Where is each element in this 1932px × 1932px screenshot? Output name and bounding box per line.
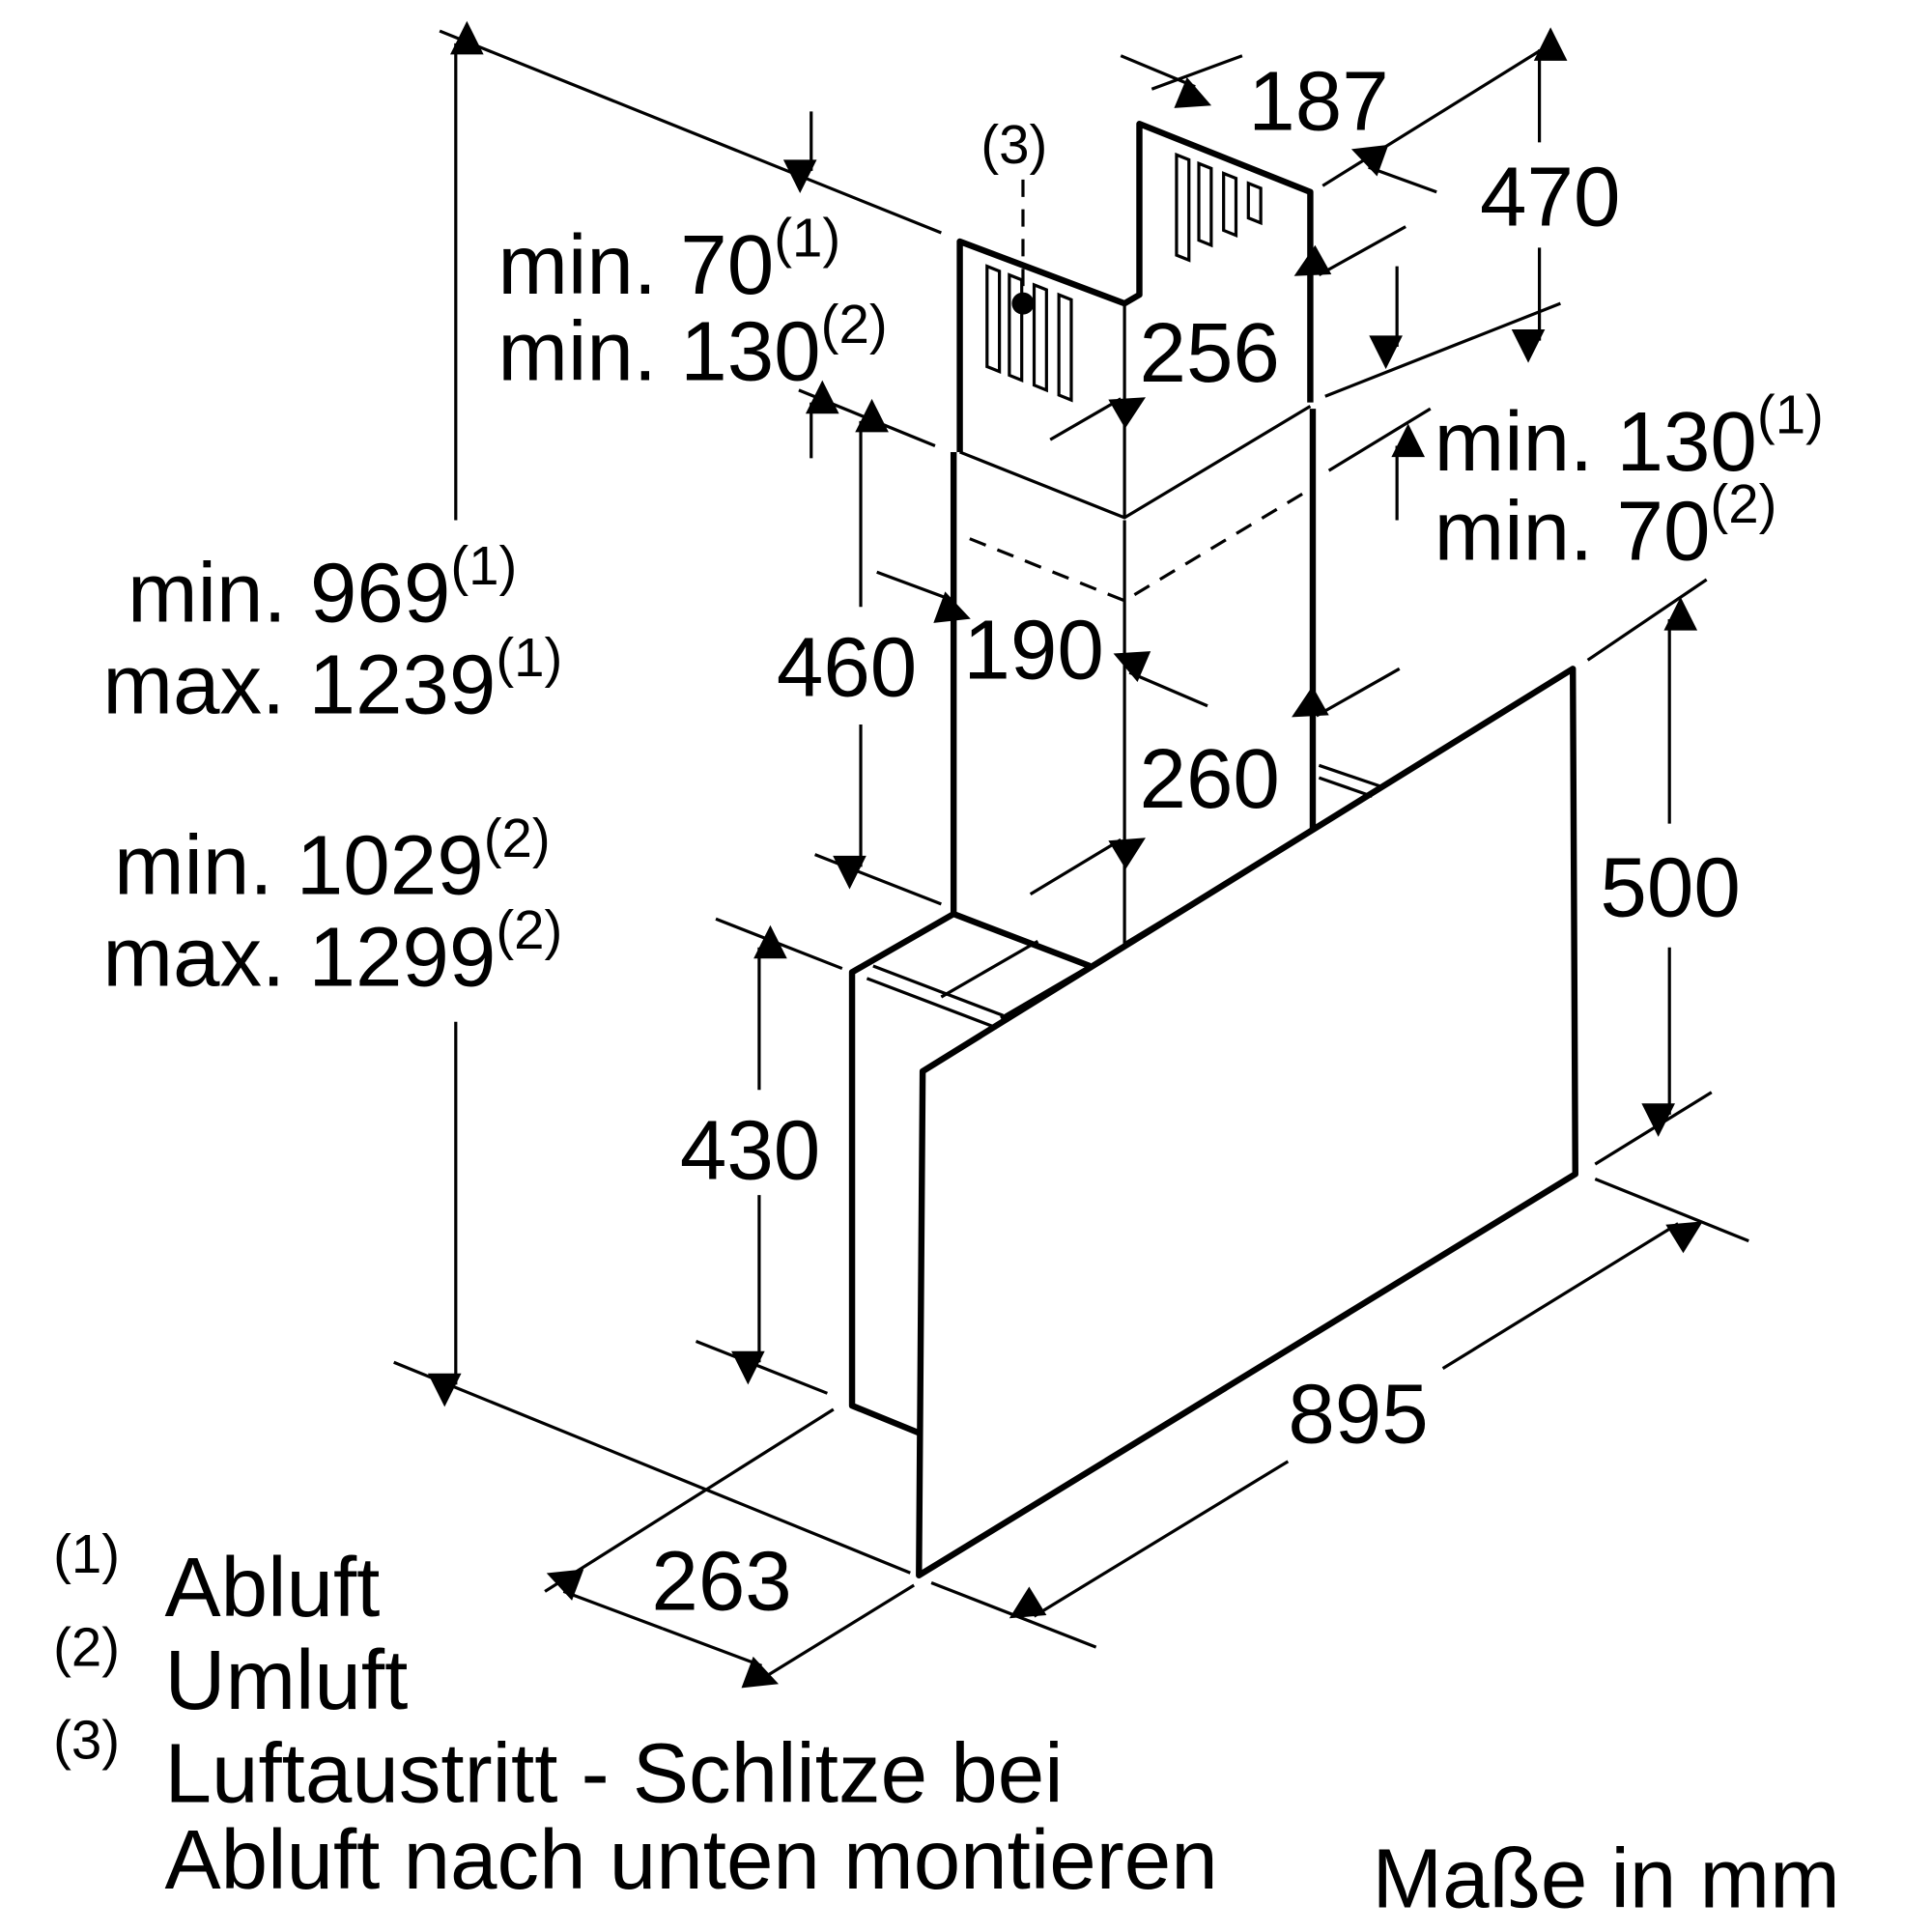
label-right-1: min. 130(1) [1435,384,1824,489]
legend-text-2: Umluft [165,1634,409,1727]
dim-263: 263 [651,1535,791,1629]
dim-256: 256 [1139,306,1279,400]
label-height-abluft-min: min. 969(1) [128,535,517,639]
hood-outline [848,121,1578,1578]
label-height-umluft-max: max. 1299(2) [102,899,562,1004]
dim-500: 500 [1600,841,1740,935]
slot-marker: (3) [980,114,1047,175]
dim-460: 460 [777,621,917,715]
legend-text-3-line2: Abluft nach unten montieren [165,1813,1218,1907]
legend-text-1: Abluft [165,1541,381,1634]
unit-note: Maße in mm [1373,1832,1840,1925]
air-outlet-slots [985,152,1263,403]
label-top-left-2: min. 130(2) [497,294,887,398]
dimension-arrows [427,20,1703,1689]
legend-marker-1: (1) [53,1523,120,1584]
legend-text-3: Luftaustritt - Schlitze bei [165,1726,1064,1820]
dim-190: 190 [963,604,1103,697]
label-height-umluft-min: min. 1029(2) [114,808,551,912]
dim-187: 187 [1248,55,1388,149]
label-right-2: min. 70(2) [1435,473,1777,578]
dim-470: 470 [1480,150,1620,243]
label-height-abluft-max: max. 1239(1) [102,627,562,731]
legend-marker-3: (3) [53,1710,120,1771]
legend-marker-2: (2) [53,1616,120,1677]
label-top-left-1: min. 70(1) [497,207,840,311]
dim-260: 260 [1139,732,1279,826]
dim-430: 430 [680,1104,820,1198]
legend: (1) Abluft (2) Umluft (3) Luftaustritt -… [53,1523,1218,1907]
dim-895: 895 [1288,1368,1428,1462]
